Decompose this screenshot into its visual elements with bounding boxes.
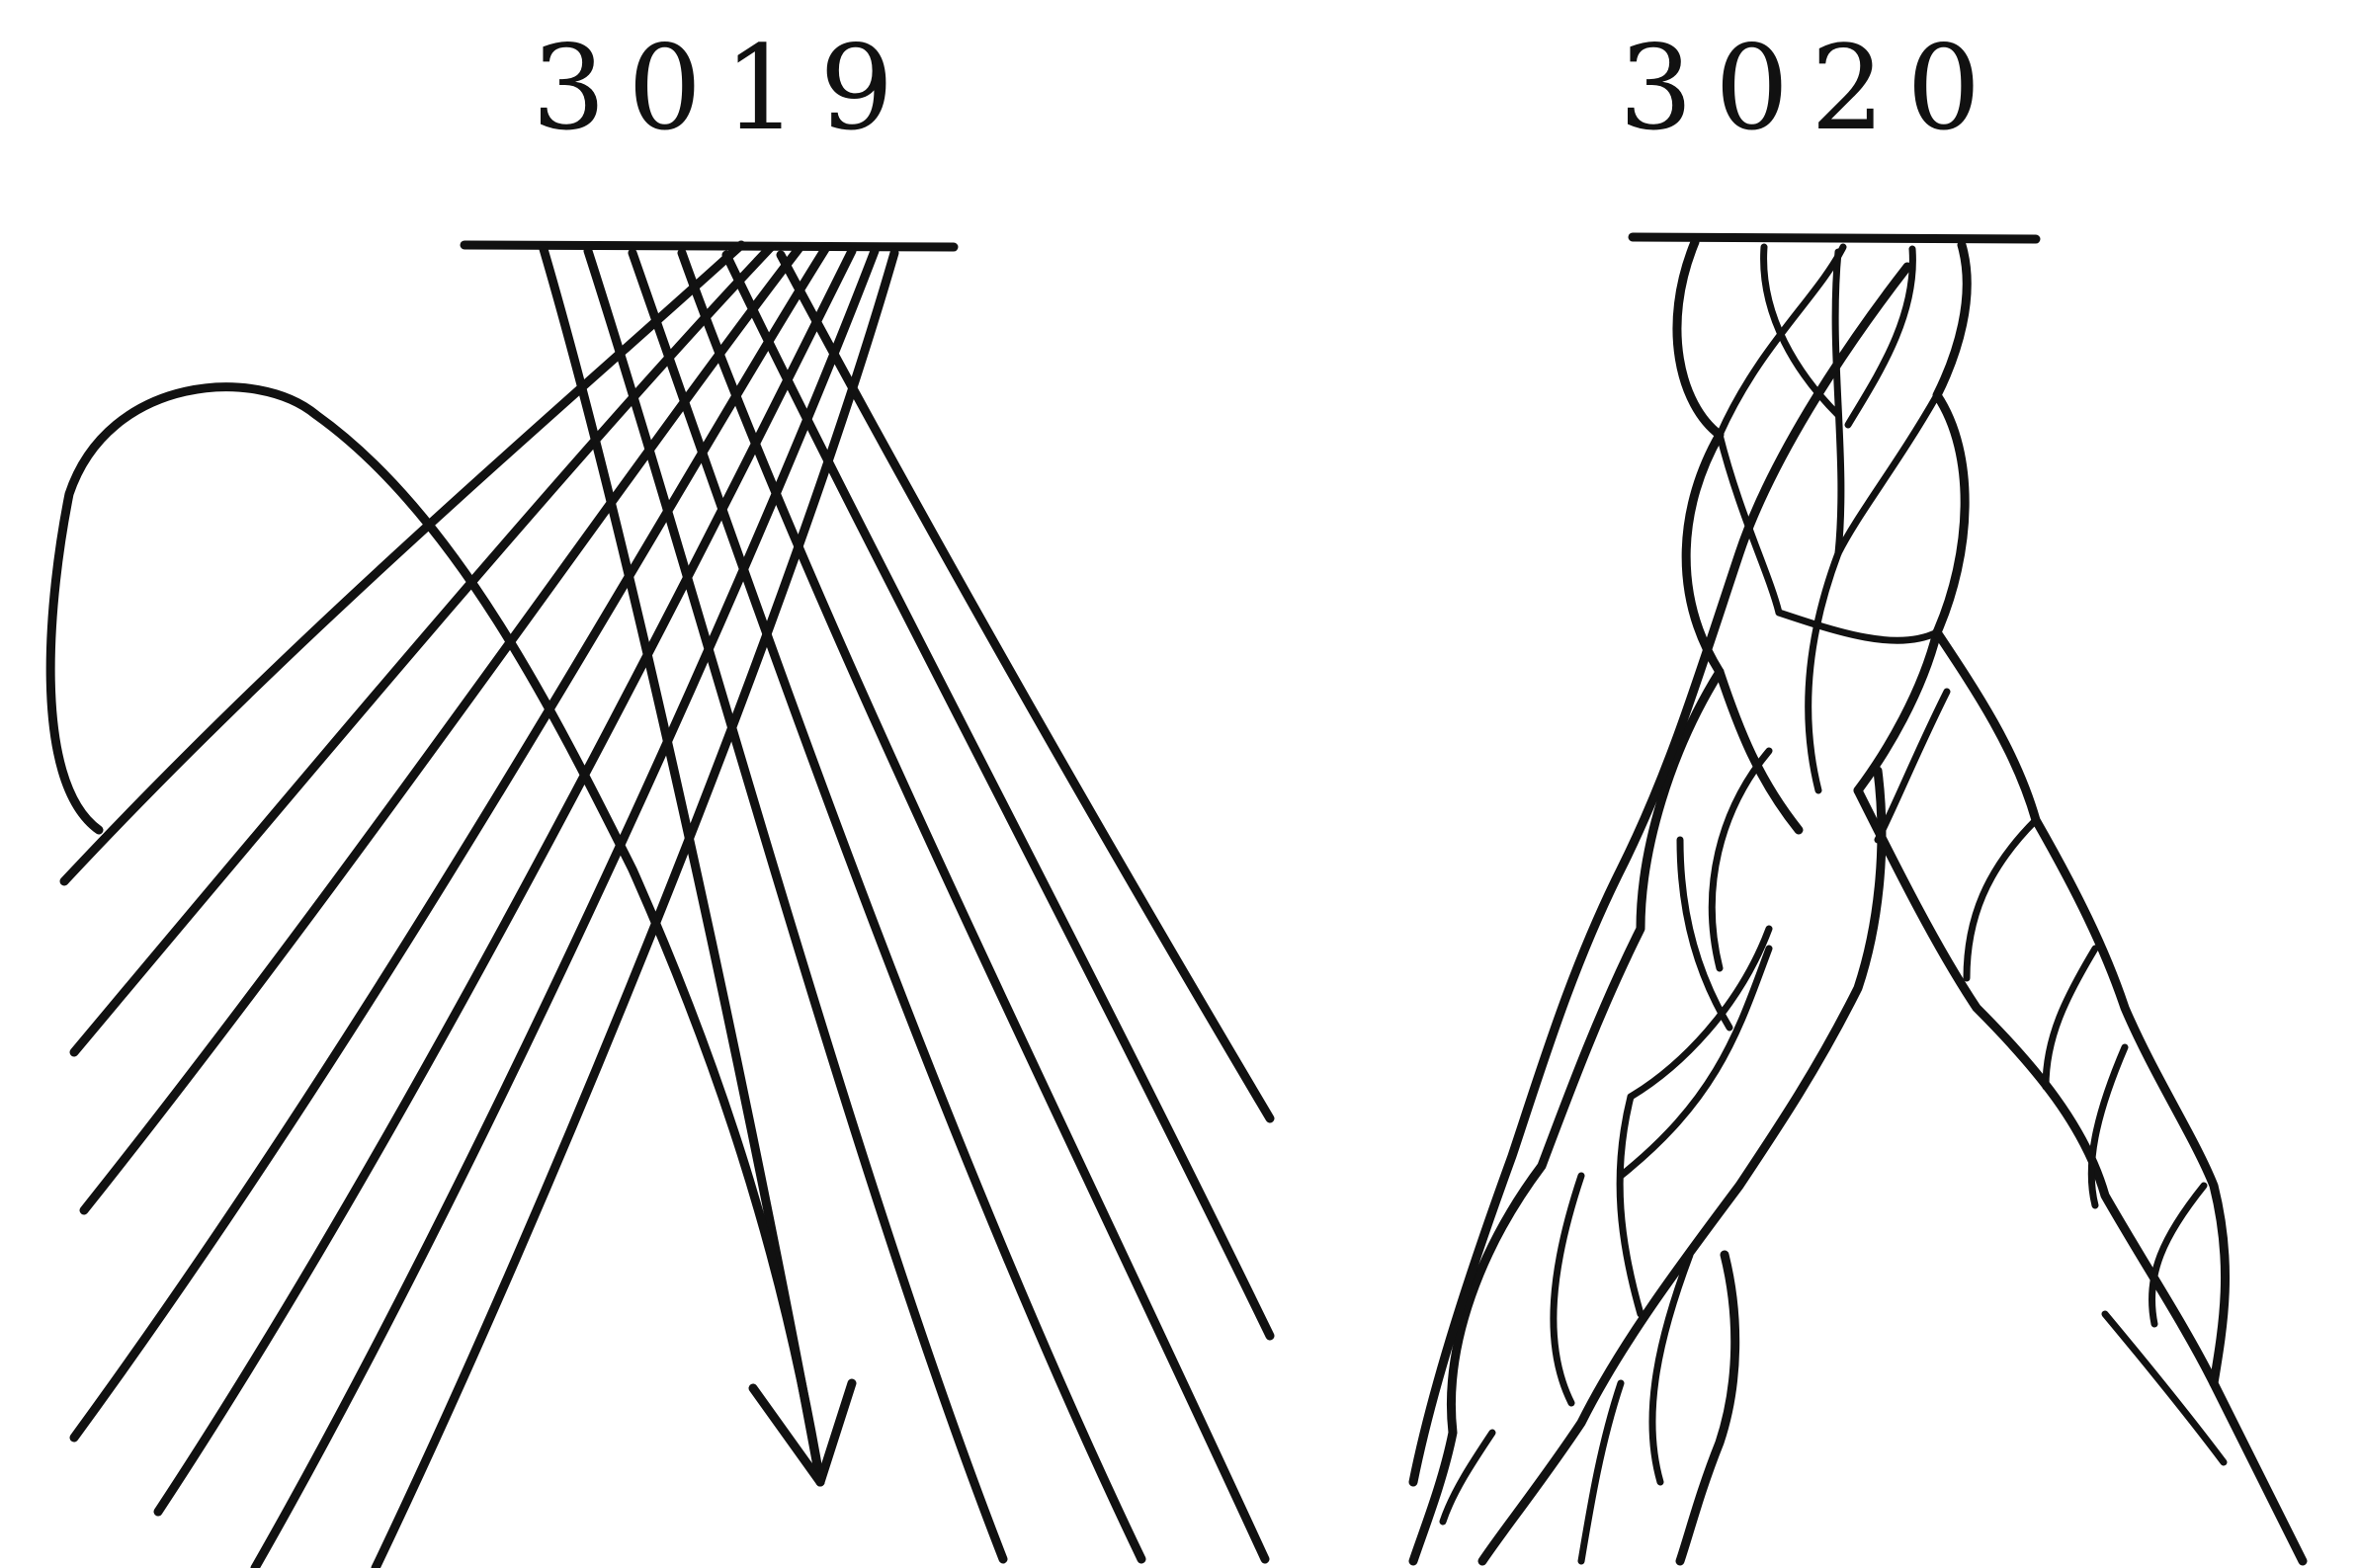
strand bbox=[726, 255, 1270, 1336]
strand bbox=[376, 253, 894, 1568]
rope-outline bbox=[1858, 245, 1967, 790]
strand-twist bbox=[2151, 1186, 2204, 1324]
strand-twist bbox=[1835, 252, 1841, 553]
figure-3019-drawing bbox=[50, 245, 1270, 1568]
lower-right-twisted-rope bbox=[1858, 632, 2303, 1561]
strand-twist bbox=[2046, 949, 2095, 1087]
rope-outline bbox=[1413, 672, 1720, 1561]
strand-twist bbox=[1779, 613, 1937, 640]
strand-twist bbox=[1620, 1097, 1641, 1314]
strand-twist bbox=[1712, 751, 1769, 968]
strand bbox=[74, 247, 771, 1052]
strand bbox=[781, 255, 1270, 1118]
right-strands bbox=[544, 249, 1270, 1559]
strand-twist bbox=[1878, 692, 1947, 840]
strand bbox=[74, 249, 825, 1438]
strand-twist bbox=[1680, 840, 1729, 1028]
figure-3020-drawing bbox=[1413, 237, 2303, 1561]
strand bbox=[255, 251, 875, 1568]
strand-twist bbox=[1809, 553, 1838, 790]
strand-twist bbox=[1554, 1176, 1581, 1403]
strand-twist bbox=[2105, 1314, 2224, 1462]
strand-twist bbox=[1652, 1255, 1690, 1482]
strand bbox=[682, 253, 1265, 1559]
strand-twist bbox=[1967, 820, 2036, 978]
left-strands bbox=[64, 245, 894, 1568]
top-bar bbox=[464, 245, 954, 247]
rope-outline bbox=[1680, 1255, 1735, 1561]
strand bbox=[158, 251, 852, 1512]
